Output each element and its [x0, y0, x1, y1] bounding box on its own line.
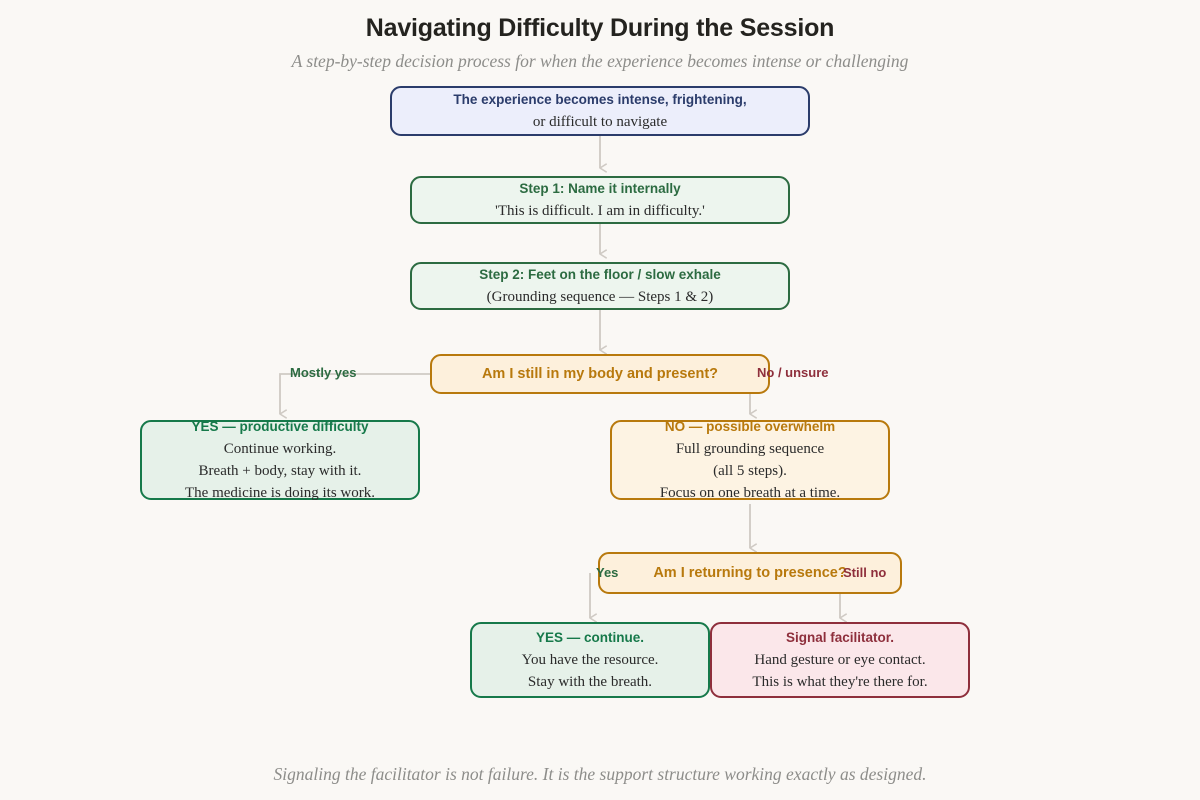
node-outcome-signal-line2: This is what they're there for.: [752, 674, 928, 690]
node-start[interactable]: The experience becomes intense, frighten…: [390, 86, 810, 136]
page-title: Navigating Difficulty During the Session: [365, 14, 835, 42]
node-outcome-productive[interactable]: YES — productive difficulty Continue wor…: [140, 419, 420, 501]
node-start-head: The experience becomes intense, frighten…: [453, 92, 747, 107]
node-outcome-signal-head: Signal facilitator.: [785, 630, 895, 645]
node-decision-returning[interactable]: Am I returning to presence?: [598, 552, 902, 594]
footer-note: Signaling the facilitator is not failure…: [273, 764, 927, 784]
node-outcome-overwhelm-head: NO — possible overwhelm: [664, 419, 836, 434]
node-outcome-signal-facilitator[interactable]: Signal facilitator. Hand gesture or eye …: [710, 622, 970, 698]
node-outcome-overwhelm-line1: Full grounding sequence: [675, 441, 825, 457]
node-outcome-continue-head: YES — continue.: [535, 630, 644, 645]
node-outcome-overwhelm[interactable]: NO — possible overwhelm Full grounding s…: [610, 419, 890, 501]
node-outcome-productive-head: YES — productive difficulty: [191, 419, 369, 434]
node-step1[interactable]: Step 1: Name it internally 'This is diff…: [410, 176, 790, 224]
node-outcome-continue-line1: You have the resource.: [521, 652, 659, 668]
node-decision-present[interactable]: Am I still in my body and present?: [430, 354, 770, 394]
node-step1-line1: 'This is difficult. I am in difficulty.': [495, 203, 705, 219]
edge-label-yes: Yes: [596, 565, 619, 580]
node-outcome-continue-line2: Stay with the breath.: [527, 674, 653, 690]
node-step2-head: Step 2: Feet on the floor / slow exhale: [479, 267, 721, 282]
node-step1-head: Step 1: Name it internally: [519, 181, 681, 196]
node-outcome-continue[interactable]: YES — continue. You have the resource. S…: [470, 622, 710, 698]
node-outcome-productive-line1: Continue working.: [223, 441, 337, 457]
node-outcome-overwhelm-line2: (all 5 steps).: [713, 463, 787, 479]
edge-label-still-no: Still no: [843, 565, 887, 580]
node-decision-returning-head: Am I returning to presence?: [653, 565, 847, 581]
edge-label-no-unsure: No / unsure: [757, 365, 829, 380]
node-outcome-overwhelm-line3: Focus on one breath at a time.: [659, 485, 841, 501]
node-outcome-productive-line2: Breath + body, stay with it.: [198, 463, 362, 479]
edge-decision1-yes: [279, 373, 430, 414]
edge-label-mostly-yes: Mostly yes: [290, 365, 357, 380]
node-decision-present-head: Am I still in my body and present?: [481, 366, 719, 382]
node-outcome-productive-line3: The medicine is doing its work.: [185, 485, 375, 501]
node-step2-line1: (Grounding sequence — Steps 1 & 2): [486, 289, 714, 305]
page-subtitle: A step-by-step decision process for when…: [291, 51, 909, 71]
node-step2[interactable]: Step 2: Feet on the floor / slow exhale …: [410, 262, 790, 310]
node-outcome-signal-line1: Hand gesture or eye contact.: [754, 652, 926, 668]
node-start-line1: or difficult to navigate: [532, 114, 668, 130]
